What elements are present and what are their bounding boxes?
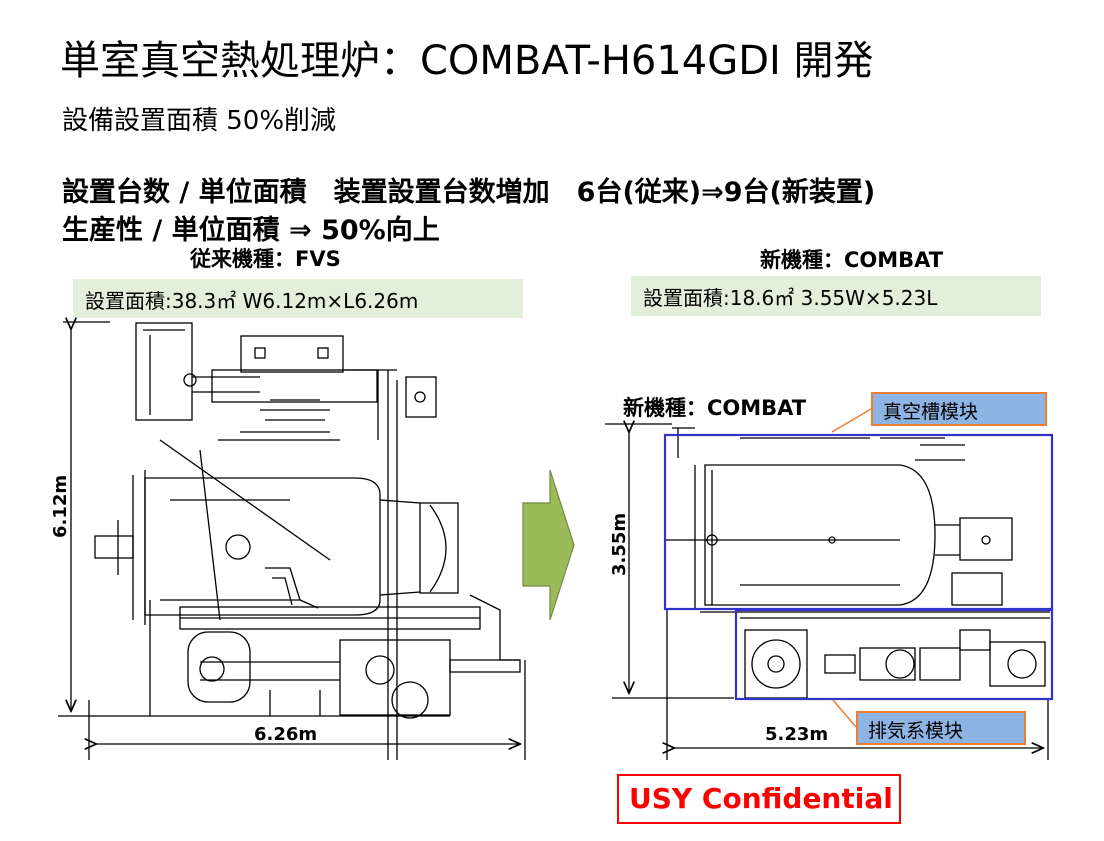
new-model-label: 新機種：COMBAT xyxy=(760,248,944,272)
confidential-stamp: USY Confidential xyxy=(617,774,901,824)
exhaust-callout-leader xyxy=(832,699,857,728)
page-title: 単室真空熱処理炉：COMBAT-H614GDI 開発 xyxy=(60,38,874,84)
legacy-area-box: 設置面積:38.3㎡ W6.12m×L6.26m xyxy=(73,279,523,318)
legacy-model-label: 従来機種：FVS xyxy=(190,247,341,271)
headline-productivity: 生産性 / 単位面積 ⇒ 50%向上 xyxy=(62,215,440,246)
vacuum-module-outline xyxy=(663,433,1054,611)
new-area-box: 設置面積:18.6㎡ 3.55W×5.23L xyxy=(631,276,1041,316)
legacy-furnace-drawing xyxy=(58,322,526,760)
exhaust-module-outline xyxy=(734,608,1054,701)
headline-install-count: 設置台数 / 単位面積 装置設置台数増加 6台(従来)⇒9台(新装置) xyxy=(62,177,876,208)
new-width-dimension: 5.23m xyxy=(765,724,829,745)
transition-arrow xyxy=(522,469,575,621)
vacuum-module-callout: 真空槽模块 xyxy=(871,392,1047,426)
new-furnace-drawing xyxy=(605,424,1050,760)
page-subtitle: 設備設置面積 50%削減 xyxy=(62,106,337,136)
vacuum-callout-leader xyxy=(831,408,872,433)
new-drawing-label: 新機種：COMBAT xyxy=(623,396,807,420)
exhaust-module-callout: 排気系模块 xyxy=(856,711,1026,745)
